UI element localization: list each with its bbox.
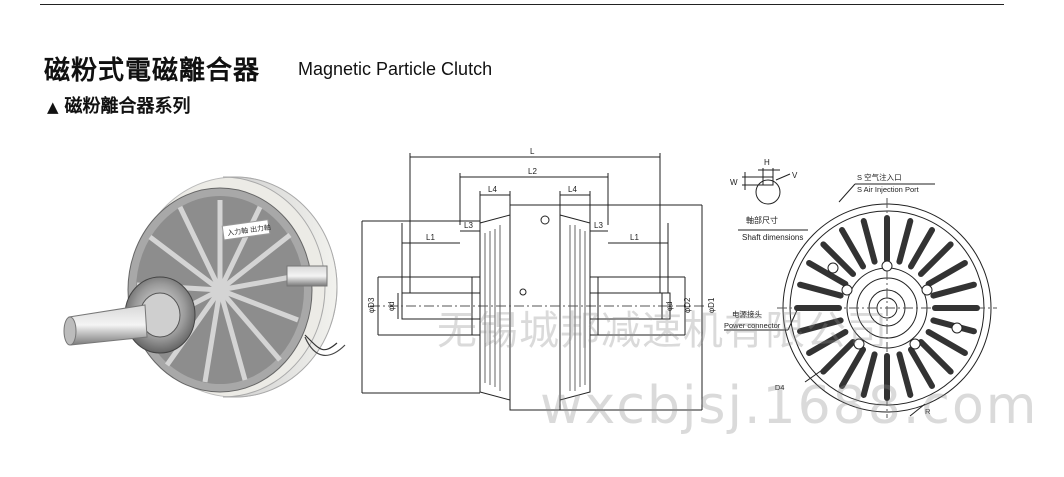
cooling-fin: [839, 346, 866, 389]
dim-R: R: [925, 407, 931, 416]
cooling-fin: [806, 260, 849, 287]
cooling-fin: [930, 281, 977, 299]
cooling-fin: [860, 351, 878, 398]
cooling-fin: [896, 351, 914, 398]
page-title-chinese: 磁粉式電磁離合器: [44, 56, 261, 86]
dim-d-right: φd: [665, 301, 674, 311]
air-injection-label-cn: S 空气注入口: [857, 172, 902, 182]
shaft-dimensions-label-cn: 軸部尺寸: [746, 215, 778, 225]
cooling-fin: [908, 227, 935, 270]
cooling-fin: [839, 227, 866, 270]
shaft-dim-W: W: [730, 178, 738, 187]
cooling-fin: [797, 281, 844, 299]
cooling-fin: [806, 329, 849, 356]
dim-L1-right: L1: [630, 233, 639, 242]
air-injection-label-en: S Air Injection Port: [857, 185, 920, 194]
dim-L: L: [530, 147, 535, 156]
shaft-dimensions-detail: H W V 軸部尺寸 Shaft dimensions: [730, 158, 808, 242]
clutch-product-photo: 入力軸 出力軸: [63, 176, 346, 398]
cooling-fin: [820, 241, 857, 278]
dim-L2: L2: [528, 167, 537, 176]
cooling-fin: [820, 338, 857, 375]
power-connector-label-en: Power connector: [724, 321, 781, 330]
cooling-fin: [925, 260, 968, 287]
cooling-fin: [925, 329, 968, 356]
cooling-fin: [797, 317, 844, 335]
dim-D2: φD2: [683, 297, 692, 313]
dim-D3: φD3: [367, 297, 376, 313]
cooling-fin: [917, 338, 954, 375]
shaft-dim-V: V: [792, 171, 798, 180]
power-connector-label-cn: 电源接头: [732, 309, 762, 319]
clutch-side-view-drawing: L L2 L4 L4 L1 L3 L3 L1 φD3 φd φd φD2 φD1: [361, 147, 716, 411]
power-connector-callout: 电源接头 Power connector: [724, 307, 798, 331]
triangle-marker: ▲: [47, 98, 59, 116]
dim-D1: φD1: [707, 297, 716, 313]
dim-L3-left: L3: [464, 221, 473, 230]
series-subtitle-text: 磁粉離合器系列: [64, 96, 191, 117]
dim-L4-right: L4: [568, 185, 577, 194]
dim-D4: φD4: [775, 383, 784, 392]
clutch-front-view-drawing: S 空气注入口 S Air Injection Port φD4 R: [775, 172, 997, 418]
dim-L4-left: L4: [488, 185, 497, 194]
cooling-fin: [917, 241, 954, 278]
shaft-dimensions-label-en: Shaft dimensions: [742, 233, 803, 242]
series-subtitle: ▲ 磁粉離合器系列: [47, 92, 191, 118]
dim-L1-left: L1: [426, 233, 435, 242]
cooling-fin: [896, 218, 914, 265]
shaft-dim-H: H: [764, 158, 770, 167]
cooling-fin: [908, 346, 935, 389]
dim-d-left: φd: [387, 301, 396, 311]
top-rule: [40, 4, 1004, 5]
cooling-fin: [860, 218, 878, 265]
dim-L3-right: L3: [594, 221, 603, 230]
page-title-english: Magnetic Particle Clutch: [298, 59, 493, 79]
